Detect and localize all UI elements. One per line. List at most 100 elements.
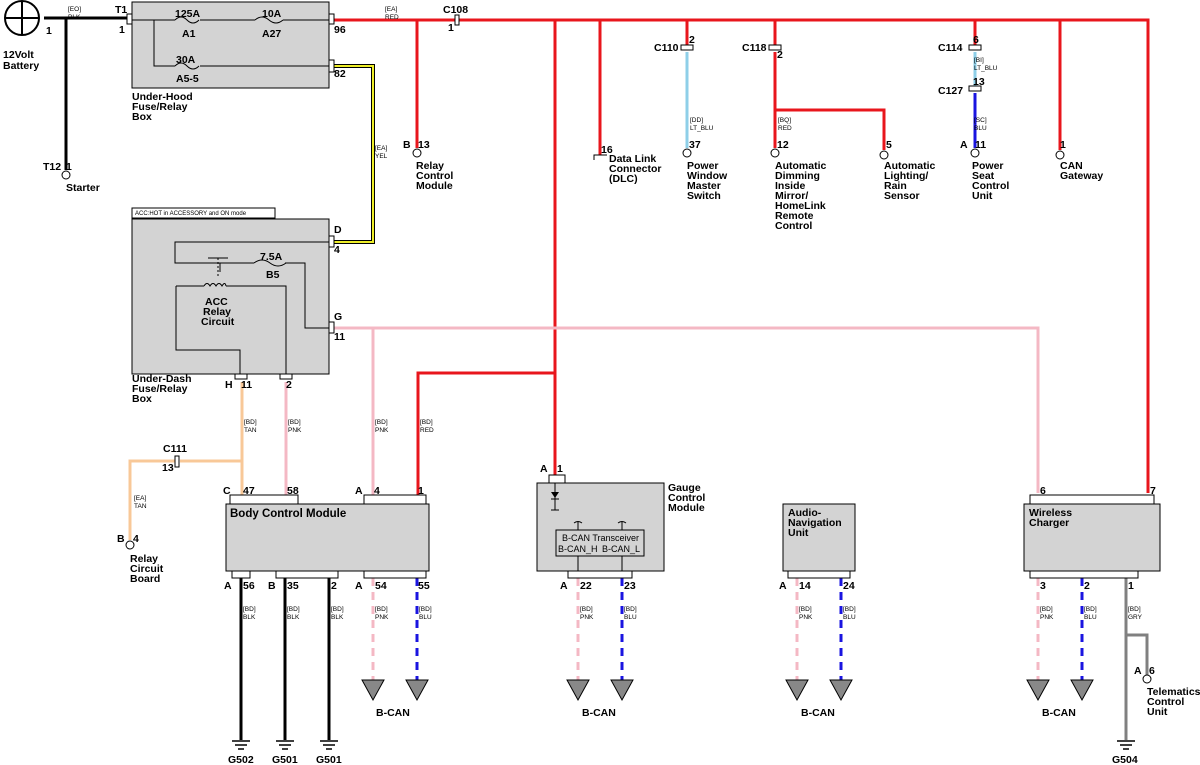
wire-red-bus — [333, 18, 1150, 493]
bcm-pin-56: 56 — [243, 580, 255, 592]
relay-board-pin: 4 — [133, 533, 139, 545]
mirror-label-3: Inside — [775, 180, 806, 192]
c127-conn: A — [960, 139, 968, 151]
c114-name: C114 — [938, 42, 963, 54]
can-gateway-label-2: Gateway — [1060, 170, 1103, 182]
bcm-bot-b: B — [268, 580, 276, 592]
fuse3-rating: 30A — [176, 54, 196, 66]
ground-g502: G502 — [228, 754, 254, 765]
pwms-label-3: Master — [687, 180, 721, 192]
wire-bd-red-code: [BD] — [420, 419, 433, 426]
wire-red-bcm — [416, 371, 555, 495]
underdash-label-3: Box — [132, 393, 152, 405]
relay-board-terminal — [125, 540, 135, 550]
seat-label: Power — [972, 160, 1004, 172]
gauge-pin-22: 22 — [580, 580, 592, 592]
gauge-label-2: Control — [668, 492, 705, 504]
starter-terminal — [61, 170, 71, 180]
bcm-blk2-color: BLK — [331, 614, 344, 621]
audio-blu-color: BLU — [843, 614, 856, 621]
fuse-a1-icon — [174, 16, 200, 24]
underhood-box — [131, 1, 330, 89]
relay-board-label: Relay — [130, 553, 158, 565]
underhood-internal — [132, 19, 329, 67]
wire-bd-tan-color: TAN — [244, 427, 257, 434]
wire-ea-red-code: [EA] — [385, 6, 397, 13]
underdash-pin-g: G — [334, 311, 342, 323]
pwms-label: Power — [687, 160, 719, 172]
audio-bot-conn — [787, 570, 851, 579]
wire-tan-relay-board — [128, 459, 175, 540]
relay-label-2: Relay — [203, 306, 231, 318]
wire-ea-yel-color: YEL — [375, 153, 388, 160]
wireless-bcan-arrow-pnk — [1026, 679, 1050, 702]
underhood-pin-82: 82 — [334, 68, 346, 80]
underdash-note: ACC:HOT in ACCESSORY and ON mode — [135, 211, 247, 217]
bcm-pin-4: 4 — [374, 485, 380, 497]
transceiver-h: B-CAN_H — [558, 544, 598, 554]
lighting-sensor-pin: 5 — [886, 139, 892, 151]
c118-connector — [768, 44, 782, 51]
wire-bd-red-color: RED — [420, 427, 434, 434]
gauge-bot-a: A — [560, 580, 568, 592]
gauge-bcan: B-CAN — [582, 707, 616, 719]
fuse-b5-rating: 7.5A — [260, 251, 283, 263]
bcm-blk35-color: BLK — [287, 614, 300, 621]
wireless-bot-conn — [1029, 570, 1139, 579]
wire-eo-color: BLK — [68, 14, 81, 21]
starter-label: Starter — [66, 182, 100, 194]
c118-wire-code: [BQ] — [778, 117, 791, 124]
bcm-bcan-arrow-blu — [405, 679, 429, 702]
gauge-bcan-arrow-pnk — [566, 679, 590, 702]
c108-name: C108 — [443, 4, 468, 16]
gauge-bot-conn — [567, 570, 633, 579]
bcm-pin-54: 54 — [375, 580, 387, 592]
dlc-pin: 16 — [601, 144, 613, 156]
relay-coil-icon — [203, 283, 227, 287]
c127-term-pin: 11 — [975, 139, 986, 151]
wire-ea-tan-color: TAN — [134, 503, 147, 510]
gauge-blu-color: BLU — [624, 614, 637, 621]
ground-g504-icon — [1117, 740, 1135, 750]
wire-bd-tan-code: [BD] — [244, 419, 257, 426]
underdash-conn-h11 — [234, 373, 248, 380]
relay-switch-icon — [208, 257, 228, 276]
bcm-blu-code: [BD] — [419, 606, 432, 613]
ground-g501b: G501 — [316, 754, 342, 765]
lighting-sensor-label: Automatic — [884, 160, 935, 172]
audio-pin-14: 14 — [799, 580, 811, 592]
battery-pin: 1 — [46, 25, 52, 37]
bcm-blk35-code: [BD] — [287, 606, 300, 613]
wire-ea-yel-outline — [333, 64, 375, 244]
c111-connector — [174, 455, 180, 468]
bcm-conn-c: C — [223, 485, 231, 497]
bcm-bot-conn-a — [231, 570, 251, 579]
bcm-blk56-color: BLK — [243, 614, 256, 621]
bcm-pin-58: 58 — [287, 485, 299, 497]
dlc-label-3: (DLC) — [609, 173, 638, 185]
wireless-label: Wireless — [1029, 507, 1072, 519]
relay-board-conn: B — [117, 533, 125, 545]
can-gateway-terminal — [1055, 150, 1065, 160]
relay-control-label: Relay — [416, 160, 444, 172]
wire-bq-red-sensor — [775, 108, 886, 150]
seat-label-4: Unit — [972, 190, 993, 202]
wireless-pnk-code: [BD] — [1040, 606, 1053, 613]
transceiver-antenna-icons — [573, 521, 627, 530]
mirror-label-4: Mirror/ — [775, 190, 808, 202]
wireless-pnk-color: PNK — [1040, 614, 1054, 621]
wireless-pin-3: 3 — [1040, 580, 1046, 592]
underdash-pin-11: 11 — [334, 331, 345, 343]
underdash-conn-h: H — [225, 379, 233, 391]
bcm-title: Body Control Module — [230, 508, 346, 520]
underhood-conn-96 — [328, 13, 335, 25]
gauge-conn: A — [540, 463, 548, 475]
c127-pin: 13 — [973, 76, 985, 88]
underhood-pin-96: 96 — [334, 24, 346, 36]
c110-wire-color: LT_BLU — [690, 125, 714, 132]
audio-bcan-arrow-pnk — [785, 679, 809, 702]
fuse2-name: A27 — [262, 28, 281, 40]
audio-label-2: Navigation — [788, 517, 842, 529]
telematics-conn: A — [1134, 665, 1142, 677]
c118-name: C118 — [742, 42, 767, 54]
